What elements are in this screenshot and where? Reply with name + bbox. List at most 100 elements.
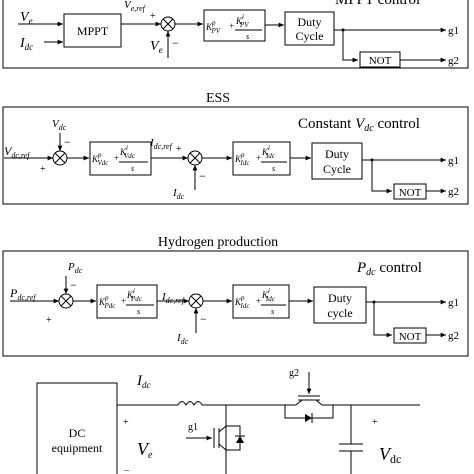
pi-pdc-plus: + bbox=[121, 296, 126, 306]
sum2b-plus: + bbox=[176, 144, 182, 155]
idcref-label: Idc,ref bbox=[149, 137, 174, 151]
ve-plus: + bbox=[123, 417, 129, 428]
duty-cycle-block bbox=[284, 11, 335, 46]
sum2a-plus: + bbox=[40, 164, 46, 175]
pi-s: s bbox=[246, 32, 249, 41]
input-ve-label: Ve bbox=[20, 10, 33, 26]
panel-hydrogen-border bbox=[2, 250, 469, 357]
h2-not-label: NOT bbox=[399, 331, 422, 343]
pi-idc3-plus: + bbox=[256, 296, 261, 306]
duty-ess-label-1: Duty bbox=[325, 147, 349, 161]
pi-pdc-s: s bbox=[137, 307, 140, 316]
sum1-plus: + bbox=[150, 11, 156, 22]
idc3-feedback-label: Idc bbox=[176, 332, 189, 346]
pi-idc3-s: s bbox=[271, 307, 274, 316]
input-idc-label: Idc bbox=[19, 36, 33, 52]
ve-feedback-label: Ve bbox=[150, 39, 163, 55]
pi-idc-plus: + bbox=[256, 153, 261, 163]
ess-section-title: ESS bbox=[206, 91, 230, 106]
vref-label: Ve,ref bbox=[124, 0, 147, 13]
igbt-switch-g2 bbox=[284, 395, 334, 423]
summing-junction bbox=[52, 150, 68, 166]
inductor bbox=[177, 401, 203, 407]
sum3b-minus: − bbox=[200, 312, 207, 326]
idcref3-label: Idc,ref bbox=[161, 291, 186, 305]
summing-junction bbox=[187, 150, 203, 166]
pdc-feedback-label: Pdc bbox=[67, 261, 83, 275]
vdc-feedback-label: Vdc bbox=[52, 118, 67, 132]
sum3a-minus: − bbox=[70, 278, 77, 292]
dc-equipment-label-1: DC bbox=[69, 426, 86, 440]
dc-equipment-label-2: equipment bbox=[52, 441, 103, 455]
converter-circuit: DC equipment Idc + Ve − g1 g2 bbox=[36, 368, 420, 474]
sum2a-minus: − bbox=[64, 135, 71, 149]
mppt-block bbox=[63, 13, 122, 48]
sum1-minus: − bbox=[172, 36, 179, 50]
output-g2: g2 bbox=[448, 55, 459, 67]
panel-ess-border bbox=[2, 106, 469, 205]
vdc-plus: + bbox=[372, 417, 378, 428]
duty-cycle-block-h2 bbox=[313, 286, 367, 324]
arrow-ess-to-not bbox=[371, 160, 392, 194]
arrow-h2-to-not bbox=[373, 302, 392, 338]
h2-output-g2: g2 bbox=[448, 330, 459, 342]
summing-junction bbox=[160, 16, 176, 32]
ess-output-g1: g1 bbox=[448, 155, 459, 167]
idc-current-label: Idc bbox=[136, 373, 151, 390]
pi-idc3-block bbox=[232, 284, 290, 319]
sum3a-plus: + bbox=[46, 315, 52, 326]
duty-ess-label-2: Cycle bbox=[323, 162, 351, 176]
h2-output-g1: g1 bbox=[448, 297, 459, 309]
panel-mppt-title: MPPT control bbox=[335, 0, 420, 8]
output-g1: g1 bbox=[448, 25, 459, 37]
vdcref-label: Vdc,ref bbox=[4, 144, 31, 160]
panel-mppt: MPPT control Ve Idc MPPT Ve,ref + − Ve K… bbox=[2, 0, 469, 69]
mppt-block-label: MPPT bbox=[77, 24, 109, 38]
summing-junction bbox=[188, 293, 204, 309]
not-gate-label: NOT bbox=[369, 55, 392, 67]
dc-equipment-block bbox=[36, 382, 118, 474]
summing-junction bbox=[58, 293, 74, 309]
switch-g2-label: g2 bbox=[289, 368, 299, 379]
pi-vdc-s: s bbox=[131, 164, 134, 173]
igbt-switch-g1 bbox=[213, 425, 245, 451]
ess-output-g2: g2 bbox=[448, 186, 459, 198]
panel-mppt-border bbox=[2, 0, 469, 69]
pi-vdc-plus: + bbox=[114, 153, 119, 163]
switch-g1-label: g1 bbox=[188, 422, 198, 433]
pdcref-label: Pdc,ref bbox=[9, 286, 37, 302]
pi-pdc-block bbox=[96, 284, 158, 319]
pi-plus: + bbox=[229, 21, 234, 31]
pi-vdc-block bbox=[89, 141, 152, 176]
panel-hydrogen-title: Pdc control bbox=[356, 260, 422, 278]
duty-label-1: Duty bbox=[298, 15, 322, 29]
vdc-voltage-label: Vdc bbox=[379, 444, 401, 466]
duty-h2-label-1: Duty bbox=[328, 291, 352, 305]
pi-controller-block bbox=[203, 9, 266, 42]
arrow-to-not bbox=[342, 30, 358, 63]
hydrogen-section-title: Hydrogen production bbox=[158, 235, 278, 250]
duty-h2-label-2: cycle bbox=[327, 306, 352, 320]
ve-voltage-label: Ve bbox=[137, 439, 153, 461]
ess-not-label: NOT bbox=[399, 187, 422, 199]
sum2b-minus: − bbox=[199, 169, 206, 183]
ve-minus: − bbox=[124, 466, 130, 474]
duty-cycle-block-ess bbox=[311, 142, 363, 180]
pi-idc-s: s bbox=[272, 164, 275, 173]
duty-label-2: Cycle bbox=[296, 29, 324, 43]
panel-ess-title: Constant Vdc control bbox=[298, 116, 420, 134]
idc-feedback-label: Idc bbox=[172, 187, 185, 201]
